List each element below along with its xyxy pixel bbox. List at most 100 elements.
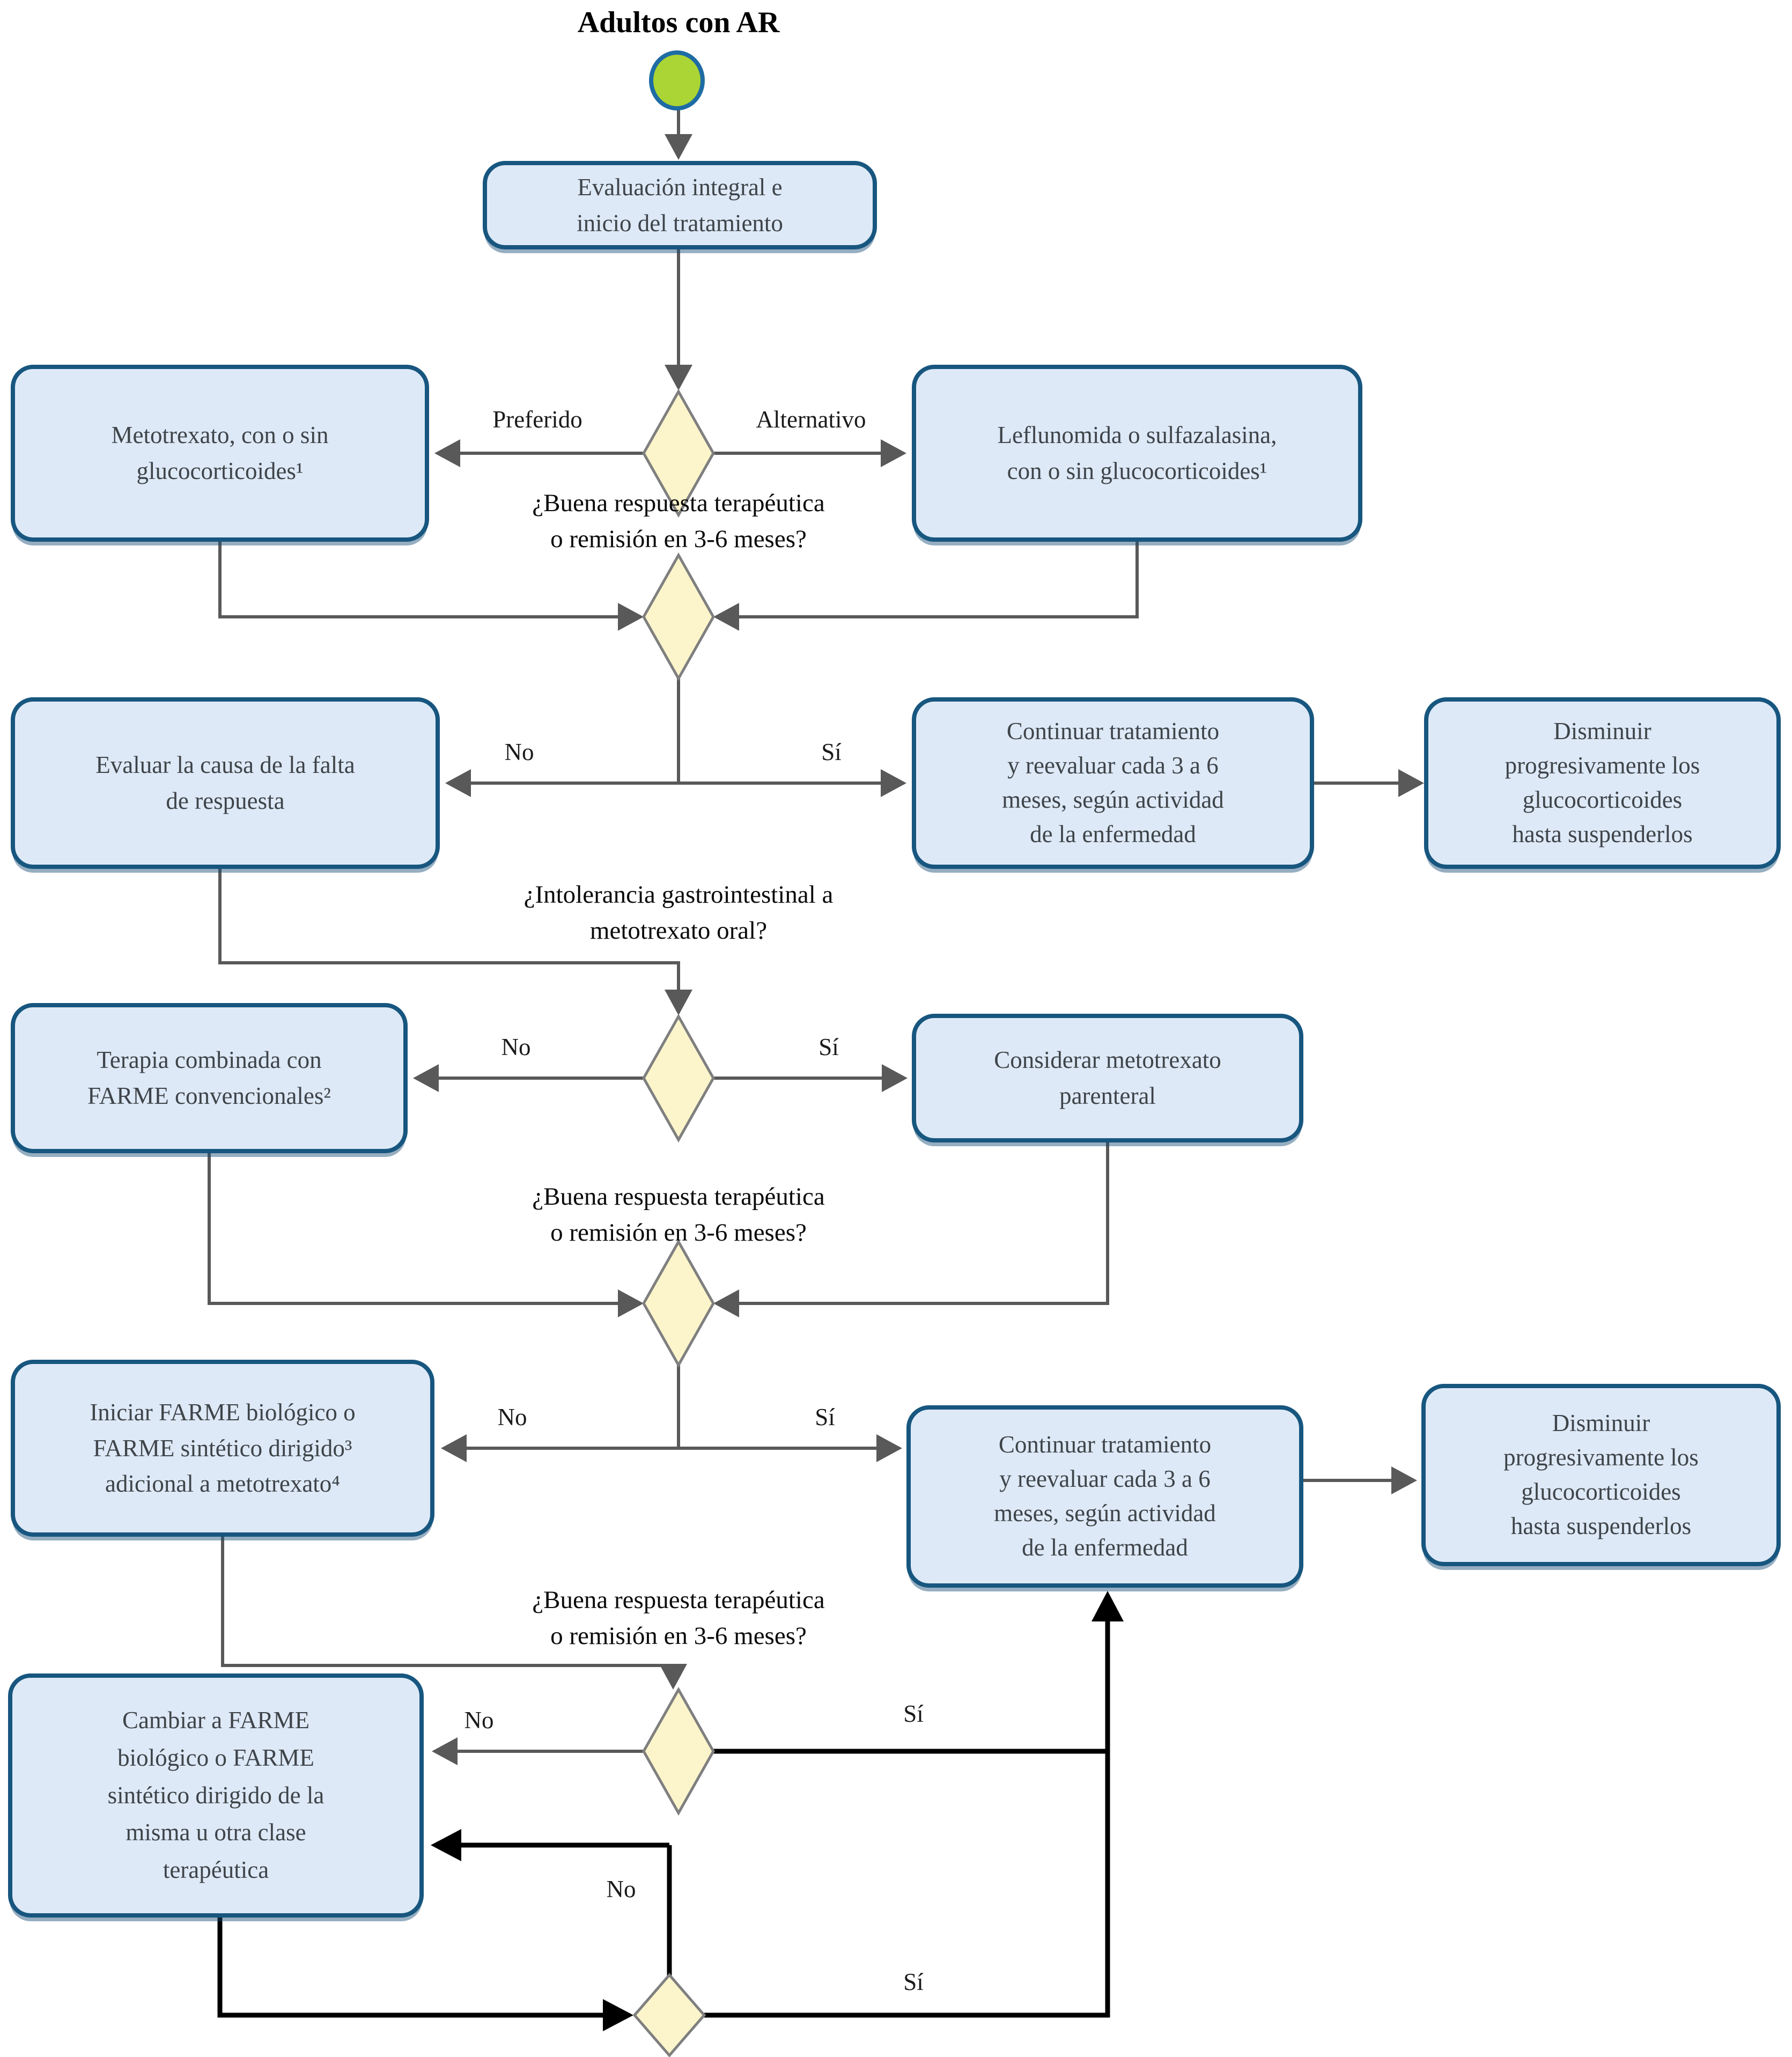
node-line: hasta suspenderlos (1512, 820, 1693, 847)
node-line: y reevaluar cada 3 a 6 (1007, 752, 1219, 779)
node-line: glucocorticoides (1521, 1478, 1681, 1505)
question-respuesta-3: ¿Buena respuesta terapéutica o remisión … (532, 1582, 824, 1654)
edge-label-si-1: Sí (821, 739, 842, 765)
node-line: biológico o FARME (117, 1744, 314, 1771)
node-line: de respuesta (166, 787, 285, 814)
node-line: Considerar metotrexato (994, 1046, 1221, 1074)
edge-label-no-4: No (464, 1707, 494, 1734)
node-line: inicio del tratamiento (577, 209, 783, 237)
arrowhead-preferido-left (434, 439, 460, 467)
start-node (649, 50, 705, 110)
question-line: o remisión en 3-6 meses? (550, 1218, 807, 1247)
edge-leflunomida-to-diamond2 (739, 542, 1139, 618)
node-line: y reevaluar cada 3 a 6 (999, 1465, 1211, 1493)
question-line: ¿Buena respuesta terapéutica (532, 1183, 825, 1211)
question-line: metotrexato oral? (589, 916, 768, 945)
arrowhead-up-into-continuar2 (1092, 1591, 1124, 1621)
page-title: Adultos con AR (577, 6, 780, 39)
node-line: glucocorticoides (1522, 786, 1683, 813)
node-line: Disminuir (1553, 718, 1651, 745)
edge-terapia-to-diamond4 (208, 1153, 618, 1305)
node-line: hasta suspenderlos (1510, 1512, 1692, 1539)
edge-considerar-to-diamond4 (739, 1142, 1109, 1305)
arrowhead-si2-right (882, 1064, 908, 1092)
node-line: Cambiar a FARME (122, 1707, 310, 1734)
node-iniciar-farme: Iniciar FARME biológico o FARME sintétic… (11, 1360, 434, 1537)
arrowhead-into-diamond4-left (618, 1289, 644, 1317)
black-connectors (217, 1620, 1110, 2018)
edge-evaluar-to-diamond3 (218, 869, 680, 990)
node-line: Continuar tratamiento (998, 1431, 1212, 1458)
arrowhead-no5-left (431, 1829, 461, 1861)
edge-label-no-1: No (504, 739, 534, 765)
arrowhead-si3-right (876, 1434, 902, 1462)
node-line: meses, según actividad (1002, 786, 1224, 813)
arrowhead-no2-left (413, 1064, 439, 1092)
gray-connectors (208, 108, 1398, 1753)
node-continuar-tratamiento-2: Continuar tratamiento y reevaluar cada 3… (906, 1405, 1303, 1588)
decision-diamond-intolerancia (642, 1013, 715, 1143)
node-cambiar-farme: Cambiar a FARME biológico o FARME sintét… (8, 1673, 424, 1918)
node-disminuir-glucocorticoides-2: Disminuir progresivamente los glucocorti… (1421, 1384, 1781, 1566)
question-respuesta-2: ¿Buena respuesta terapéutica o remisión … (532, 1179, 824, 1250)
node-line: glucocorticoides¹ (136, 458, 304, 484)
node-evaluacion-integral: Evaluación integral e inicio del tratami… (483, 161, 877, 249)
arrowhead-no4-left (432, 1737, 458, 1765)
question-line: o remisión en 3-6 meses? (550, 525, 807, 553)
arrowhead-into-diamond1 (665, 365, 692, 390)
edge-label-no-5: No (606, 1876, 636, 1903)
node-metotrexato: Metotrexato, con o sin glucocorticoides¹ (11, 365, 429, 542)
node-line: terapéutica (163, 1856, 269, 1884)
node-line: de la enfermedad (1030, 820, 1196, 847)
edge-label-si-4: Sí (903, 1700, 924, 1727)
decision-diamond-respuesta-2 (642, 1238, 715, 1368)
node-line: meses, según actividad (994, 1500, 1216, 1527)
node-line: Terapia combinada con (97, 1046, 322, 1074)
arrowhead-into-diamond5 (659, 1664, 687, 1690)
decision-diamond-respuesta-1 (642, 552, 715, 682)
node-line: Metotrexato, con o sin (111, 422, 329, 449)
node-continuar-tratamiento-1: Continuar tratamiento y reevaluar cada 3… (912, 697, 1314, 869)
arrowhead-into-diamond3 (665, 990, 692, 1015)
node-line: FARME sintético dirigido³ (93, 1434, 352, 1462)
arrowhead-start-down (665, 134, 692, 160)
node-terapia-combinada: Terapia combinada con FARME convencional… (11, 1003, 408, 1153)
decision-diamond-respuesta-4 (632, 1973, 706, 2057)
arrowhead-no3-left (441, 1434, 467, 1462)
node-line: progresivamente los (1505, 752, 1700, 779)
question-line: ¿Intolerancia gastrointestinal a (523, 881, 834, 909)
arrowhead-disminuir2-right (1391, 1466, 1417, 1494)
edge-label-preferido: Preferido (492, 406, 582, 433)
arrowhead-into-diamond6 (603, 1999, 633, 2031)
node-line: con o sin glucocorticoides¹ (1007, 458, 1267, 484)
node-line: adicional a metotrexato⁴ (105, 1470, 340, 1498)
edge-label-si-2: Sí (818, 1034, 839, 1060)
node-line: de la enfermedad (1022, 1533, 1188, 1561)
arrowhead-into-diamond2-left (618, 603, 644, 631)
edge-label-no-3: No (497, 1404, 527, 1431)
node-line: Iniciar FARME biológico o (90, 1399, 356, 1426)
decision-diamonds (632, 388, 715, 2057)
node-line: Continuar tratamiento (1006, 718, 1220, 745)
edge-metotrexato-to-diamond2 (218, 542, 618, 618)
node-line: Disminuir (1552, 1410, 1650, 1437)
arrowhead-no1-left (445, 769, 471, 797)
arrowhead-disminuir1-right (1398, 769, 1424, 797)
node-line: sintético dirigido de la (107, 1781, 325, 1809)
arrowhead-si1-right (881, 769, 906, 797)
node-line: FARME convencionales² (87, 1082, 331, 1109)
decision-diamond-preferencia (642, 388, 715, 518)
arrowhead-into-diamond4-right (713, 1289, 739, 1317)
edge-cambiar-to-diamond6 (217, 1918, 604, 2018)
node-considerar-metotrexato: Considerar metotrexato parenteral (912, 1014, 1303, 1142)
node-disminuir-glucocorticoides-1: Disminuir progresivamente los glucocorti… (1424, 697, 1781, 869)
black-arrowheads (431, 1591, 1124, 2031)
arrowhead-alternativo-right (881, 439, 906, 467)
node-line: progresivamente los (1503, 1444, 1699, 1471)
node-line: Leflunomida o sulfazalasina, (997, 422, 1277, 449)
node-evaluar-causa: Evaluar la causa de la falta de respuest… (11, 697, 440, 869)
question-intolerancia: ¿Intolerancia gastrointestinal a metotre… (524, 877, 834, 948)
edge-label-si-5: Sí (903, 1968, 924, 1995)
edge-label-si-3: Sí (815, 1404, 835, 1431)
